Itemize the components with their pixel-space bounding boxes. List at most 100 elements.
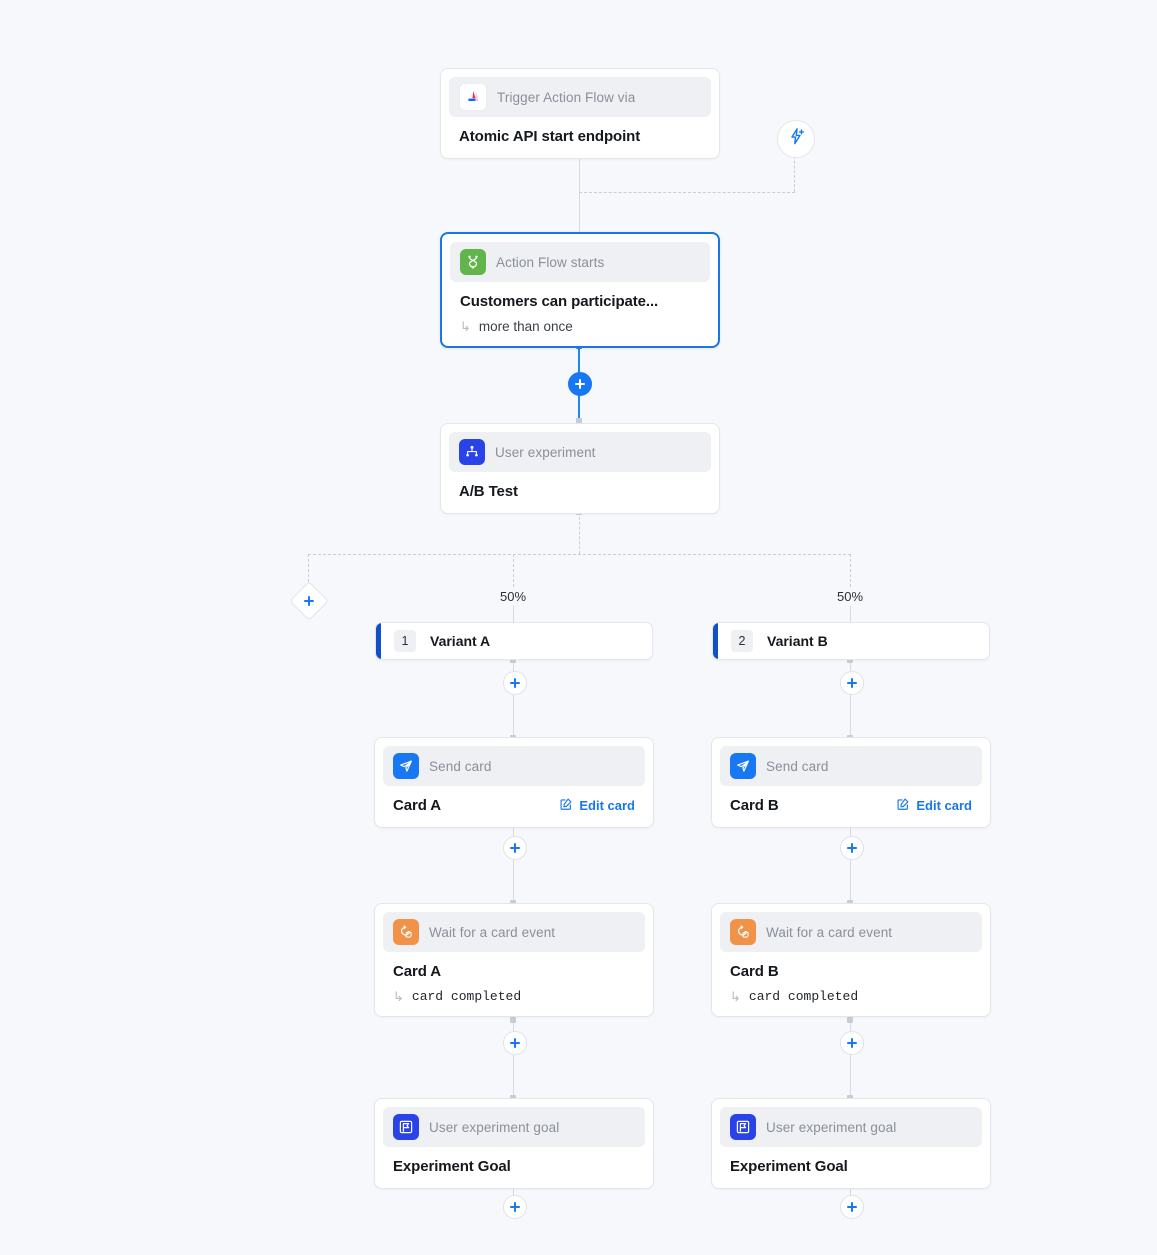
variant-a-label: Variant A <box>430 633 491 649</box>
node-wait-card-b-sub-text: card completed <box>748 989 859 1004</box>
node-wait-card-b-sub: ↳ card completed <box>712 989 990 1016</box>
node-experiment-goal-b[interactable]: User experiment goal Experiment Goal <box>711 1098 991 1189</box>
variant-a-number: 1 <box>394 630 416 652</box>
variant-b-label: Variant B <box>767 633 828 649</box>
add-branch-button[interactable] <box>289 581 329 621</box>
node-experiment-goal-a-label: User experiment goal <box>429 1119 560 1135</box>
node-wait-card-b-title: Card B <box>730 963 779 980</box>
add-step-button-variant-b[interactable] <box>840 671 864 695</box>
send-card-icon <box>393 753 419 779</box>
add-trigger-button[interactable] <box>777 120 815 158</box>
node-send-card-a[interactable]: Send card Card A Edit card <box>374 737 654 828</box>
plus-icon <box>847 1038 857 1048</box>
split-percent-right: 50% <box>836 589 864 604</box>
node-experiment-goal-a-title: Experiment Goal <box>393 1158 511 1175</box>
connector-handle <box>576 418 582 424</box>
node-flow-start-title: Customers can participate... <box>460 293 659 310</box>
plus-icon <box>510 678 520 688</box>
add-step-button-trunk[interactable] <box>568 372 592 396</box>
node-wait-card-a-label: Wait for a card event <box>429 924 556 940</box>
flow-start-icon <box>460 249 486 275</box>
node-wait-card-a-sub: ↳ card completed <box>375 989 653 1016</box>
connector-pct-to-variant-left <box>513 606 514 622</box>
node-send-card-b-body: Card B Edit card <box>712 786 990 827</box>
node-wait-card-a[interactable]: Wait for a card event Card A ↳ card comp… <box>374 903 654 1017</box>
node-wait-card-a-sub-text: card completed <box>411 989 522 1004</box>
node-ab-test-title: A/B Test <box>459 483 518 500</box>
node-experiment-goal-a-body: Experiment Goal <box>375 1147 653 1188</box>
node-ab-test-header: User experiment <box>449 432 711 472</box>
connector-handle <box>847 1017 853 1023</box>
node-trigger[interactable]: Trigger Action Flow via Atomic API start… <box>440 68 720 159</box>
node-experiment-goal-a-header: User experiment goal <box>383 1107 645 1147</box>
node-variant-a[interactable]: 1 Variant A <box>375 622 653 660</box>
wait-card-event-icon <box>730 919 756 945</box>
node-variant-b[interactable]: 2 Variant B <box>712 622 990 660</box>
node-wait-card-b-label: Wait for a card event <box>766 924 893 940</box>
connector-send-a-to-wait <box>513 825 514 905</box>
add-step-button-wait-b[interactable] <box>840 1031 864 1055</box>
variant-accent-bar <box>713 623 718 659</box>
node-experiment-goal-a[interactable]: User experiment goal Experiment Goal <box>374 1098 654 1189</box>
pencil-square-icon <box>559 797 573 814</box>
edit-card-label-b: Edit card <box>916 798 972 813</box>
node-send-card-b-header: Send card <box>720 746 982 786</box>
variant-b-number: 2 <box>731 630 753 652</box>
connector-split-drop-add <box>308 554 309 587</box>
node-ab-test[interactable]: User experiment A/B Test <box>440 423 720 514</box>
experiment-goal-icon <box>393 1114 419 1140</box>
node-experiment-goal-b-label: User experiment goal <box>766 1119 897 1135</box>
connector-add-trigger-vertical <box>794 156 795 192</box>
node-trigger-body: Atomic API start endpoint <box>441 117 719 158</box>
connector-split-drop-left <box>513 554 514 587</box>
connector-split-bus <box>308 554 851 555</box>
plus-icon <box>304 596 314 606</box>
variant-accent-bar <box>376 623 381 659</box>
node-send-card-a-header: Send card <box>383 746 645 786</box>
add-step-button-goal-a[interactable] <box>503 1195 527 1219</box>
node-send-card-b[interactable]: Send card Card B Edit card <box>711 737 991 828</box>
node-flow-start-sub-text: more than once <box>478 319 573 334</box>
plus-icon <box>847 1202 857 1212</box>
plus-icon <box>510 843 520 853</box>
add-step-button-send-a[interactable] <box>503 836 527 860</box>
connector-add-trigger-horizontal <box>579 192 795 193</box>
add-step-button-goal-b[interactable] <box>840 1195 864 1219</box>
send-card-icon <box>730 753 756 779</box>
connector-send-b-to-wait <box>850 825 851 905</box>
connector-experiment-to-split <box>579 512 580 554</box>
node-ab-test-label: User experiment <box>495 444 596 460</box>
plus-icon <box>575 379 585 389</box>
node-flow-start-header: Action Flow starts <box>450 242 710 282</box>
add-step-button-wait-a[interactable] <box>503 1031 527 1055</box>
connector-handle <box>510 657 516 663</box>
connector-variant-b-to-send <box>850 660 851 740</box>
edit-card-button-b[interactable]: Edit card <box>896 797 972 814</box>
add-step-button-send-b[interactable] <box>840 836 864 860</box>
node-flow-start-sub: ↳ more than once <box>442 319 718 346</box>
node-experiment-goal-b-title: Experiment Goal <box>730 1158 848 1175</box>
connector-trigger-to-start <box>579 155 580 234</box>
node-send-card-b-title: Card B <box>730 797 779 814</box>
node-wait-card-b-body: Card B <box>712 952 990 993</box>
pencil-square-icon <box>896 797 910 814</box>
node-send-card-a-body: Card A Edit card <box>375 786 653 827</box>
plus-icon <box>510 1038 520 1048</box>
edit-card-button-a[interactable]: Edit card <box>559 797 635 814</box>
node-send-card-a-title: Card A <box>393 797 442 814</box>
connector-wait-b-to-goal <box>850 1020 851 1100</box>
node-send-card-b-label: Send card <box>766 758 829 774</box>
node-wait-card-a-header: Wait for a card event <box>383 912 645 952</box>
add-step-button-variant-a[interactable] <box>503 671 527 695</box>
plus-icon <box>510 1202 520 1212</box>
experiment-goal-icon <box>730 1114 756 1140</box>
lightning-plus-icon <box>787 127 806 151</box>
node-wait-card-b[interactable]: Wait for a card event Card B ↳ card comp… <box>711 903 991 1017</box>
plus-icon <box>847 678 857 688</box>
node-flow-start[interactable]: Action Flow starts Customers can partici… <box>440 232 720 348</box>
sub-arrow-icon: ↳ <box>460 319 471 334</box>
wait-card-event-icon <box>393 919 419 945</box>
node-flow-start-body: Customers can participate... <box>442 282 718 323</box>
node-send-card-a-label: Send card <box>429 758 492 774</box>
